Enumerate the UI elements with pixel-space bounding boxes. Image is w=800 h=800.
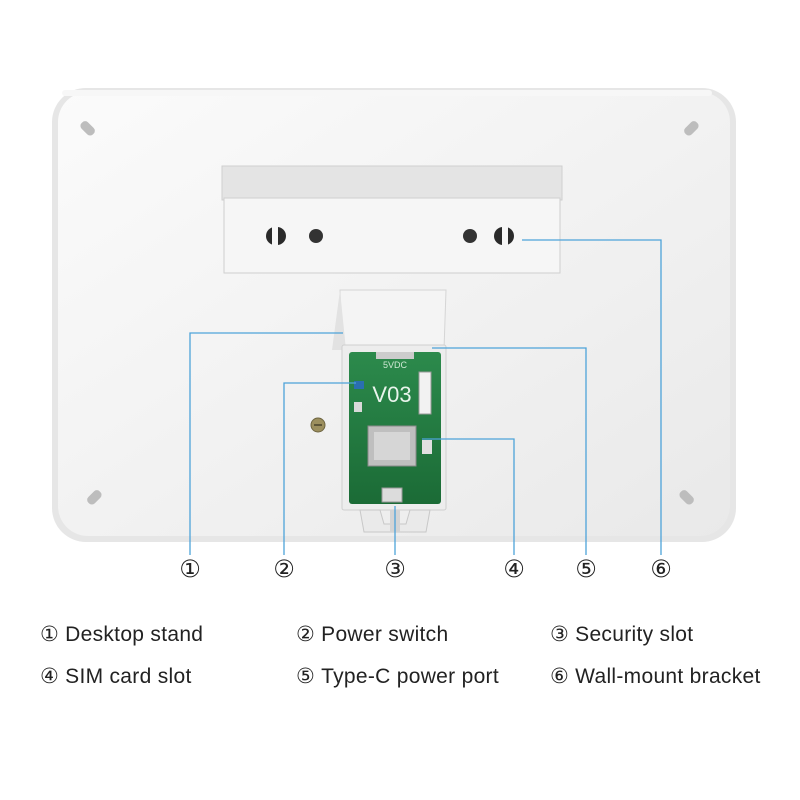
legend-label: SIM card slot	[65, 665, 192, 688]
legend-number: ⑥	[550, 665, 570, 688]
legend-label: Security slot	[575, 623, 694, 646]
corner-screw-icon	[80, 121, 699, 505]
callout-2: ②	[273, 556, 295, 583]
callout-4: ④	[503, 556, 525, 583]
callout-1: ①	[179, 556, 201, 583]
legend-label: Desktop stand	[65, 623, 204, 646]
legend-number: ⑤	[296, 665, 316, 688]
legend-number: ②	[296, 623, 316, 646]
legend-number: ④	[40, 665, 60, 688]
type-c-port[interactable]	[381, 487, 403, 503]
legend-label: Wall-mount bracket	[575, 665, 761, 688]
legend-label: Power switch	[321, 623, 449, 646]
legend-number: ①	[40, 623, 60, 646]
legend-number: ③	[550, 623, 570, 646]
power-switch[interactable]	[354, 381, 364, 389]
legend-label: Type-C power port	[321, 665, 499, 688]
voltage-silkscreen: 5VDC	[383, 360, 408, 370]
screw-icon	[310, 417, 326, 433]
callout-line-1	[189, 332, 343, 555]
model-silkscreen: V03	[372, 382, 411, 407]
callout-numbers: ① ② ③ ④ ⑤ ⑥	[179, 556, 672, 583]
callout-line-6	[522, 239, 662, 555]
circuit-board: 5VDC V03	[349, 352, 441, 504]
callout-lines	[189, 239, 662, 555]
callout-6: ⑥	[650, 556, 672, 583]
callout-3: ③	[384, 556, 406, 583]
callout-line-5	[432, 347, 587, 555]
callout-line-2	[283, 382, 356, 555]
callout-5: ⑤	[575, 556, 597, 583]
wall-mount-bracket	[221, 165, 563, 274]
callout-line-4	[422, 438, 515, 555]
